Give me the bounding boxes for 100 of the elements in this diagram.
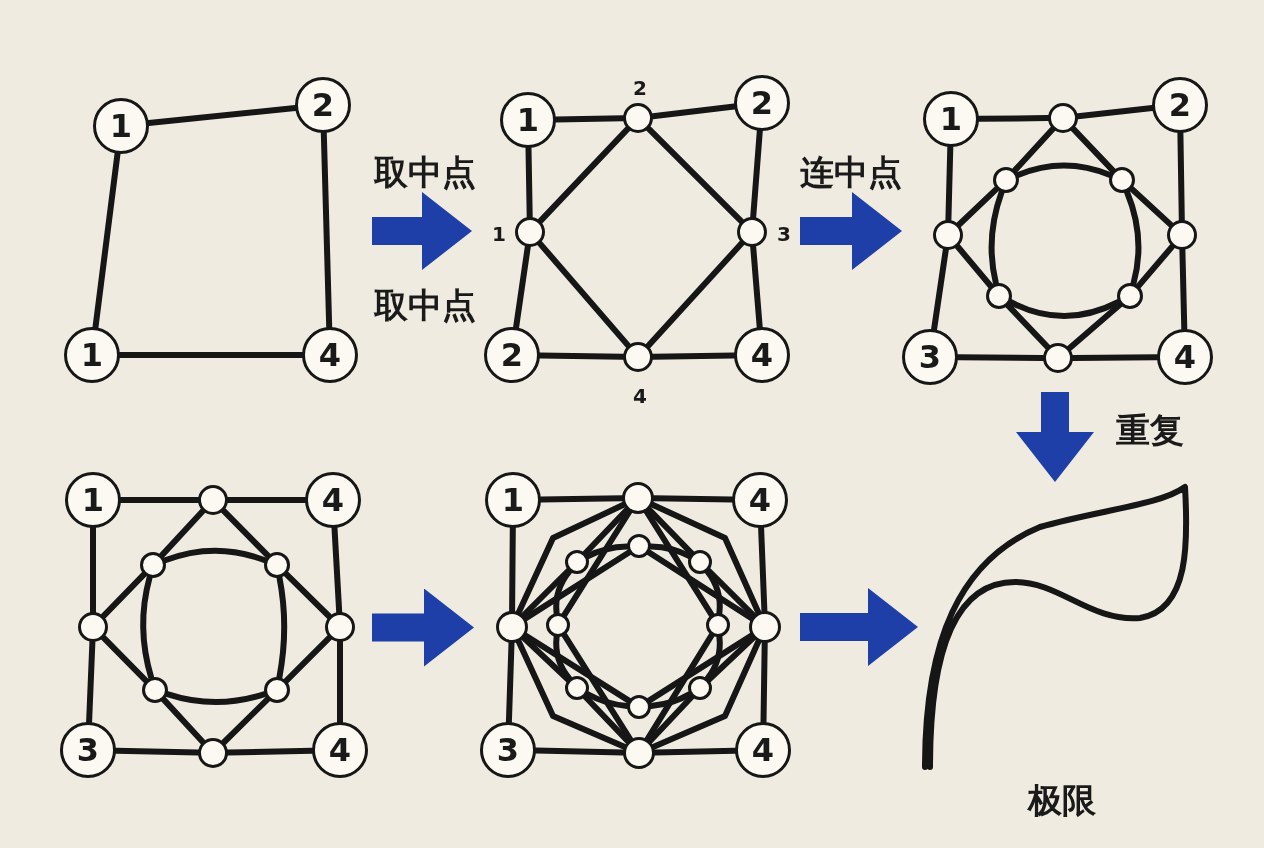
point-circle: [933, 220, 963, 250]
curved-line: [649, 501, 762, 616]
numbered-circle: 4: [312, 722, 368, 778]
point-circle: [993, 167, 1019, 193]
line-segment: [283, 634, 333, 684]
point-circle: [140, 552, 166, 578]
curved-line: [584, 543, 630, 560]
point-number: 3: [777, 224, 791, 244]
point-circle: [1117, 283, 1143, 309]
numbered-circle: 3: [902, 329, 958, 385]
point-circle: [627, 534, 651, 558]
point-circle: [78, 612, 108, 642]
point-circle: [749, 611, 781, 643]
line-segment: [644, 632, 715, 743]
line-segment: [505, 640, 515, 725]
numbered-circle: 4: [305, 472, 361, 528]
numbered-circle: 3: [60, 722, 116, 778]
point-circle: [623, 342, 653, 372]
line-segment: [945, 144, 954, 223]
line-segment: [1070, 125, 1116, 174]
block-arrow: [372, 588, 474, 667]
line-segment: [90, 525, 96, 615]
point-circle: [627, 695, 651, 719]
point-circle: [515, 217, 545, 247]
line-segment: [536, 240, 632, 349]
line-segment: [645, 240, 745, 349]
point-circle: [1109, 167, 1135, 193]
numbered-circle: 4: [1157, 329, 1213, 385]
line-segment: [158, 508, 206, 559]
line-segment: [1177, 130, 1185, 223]
line-segment: [561, 508, 633, 618]
line-segment: [100, 634, 149, 684]
numbered-circle: 4: [302, 327, 358, 383]
line-segment: [955, 354, 1046, 361]
point-circle: [142, 677, 168, 703]
numbered-circle: 3: [480, 722, 536, 778]
line-segment: [160, 696, 206, 745]
numbered-circle: 4: [735, 722, 791, 778]
point-circle: [688, 550, 712, 574]
curved-line: [648, 691, 693, 709]
curved-line: [140, 574, 155, 681]
numbered-circle: 2: [734, 75, 790, 131]
line-segment: [538, 495, 625, 503]
line-segment: [645, 125, 745, 225]
line-segment: [643, 508, 715, 618]
line-segment: [646, 549, 755, 622]
line-segment: [1070, 354, 1160, 361]
point-circle: [198, 485, 228, 515]
line-segment: [283, 571, 333, 620]
point-circle: [622, 482, 654, 514]
curved-line: [988, 189, 1005, 287]
edge-label: 重复: [1113, 411, 1187, 449]
curved-line: [650, 638, 762, 750]
curved-line: [162, 547, 268, 564]
block-arrow: [1016, 392, 1094, 482]
line-segment: [760, 640, 768, 725]
line-segment: [220, 507, 271, 559]
line-segment: [225, 497, 308, 503]
block-arrow: [372, 192, 472, 270]
line-segment: [976, 115, 1051, 122]
numbered-circle: 4: [734, 327, 790, 383]
curved-line: [1015, 162, 1113, 178]
line-segment: [1179, 247, 1188, 332]
curved-line: [648, 543, 693, 560]
line-segment: [650, 352, 737, 360]
point-circle: [1167, 220, 1197, 250]
numbered-circle: 1: [485, 472, 541, 528]
line-segment: [509, 525, 516, 614]
line-segment: [118, 497, 201, 503]
point-circle: [1043, 343, 1073, 373]
point-circle: [264, 552, 290, 578]
point-circle: [623, 103, 653, 133]
numbered-circle: 1: [500, 92, 556, 148]
line-segment: [533, 747, 626, 756]
point-number: 2: [633, 78, 647, 98]
point-circle: [264, 677, 290, 703]
line-segment: [225, 747, 315, 756]
line-segment: [117, 352, 305, 358]
point-number: 1: [492, 224, 506, 244]
line-segment: [522, 632, 632, 704]
line-segment: [113, 747, 201, 756]
line-segment: [652, 747, 738, 756]
point-circle: [198, 738, 228, 768]
point-circle: [325, 612, 355, 642]
curved-line: [164, 691, 268, 706]
curve-caption: 极限: [1025, 781, 1099, 819]
line-segment: [553, 115, 626, 123]
point-circle: [1048, 103, 1078, 133]
line-segment: [100, 571, 147, 620]
line-segment: [1135, 243, 1176, 290]
line-segment: [758, 525, 768, 614]
line-segment: [331, 525, 343, 615]
point-circle: [565, 676, 589, 700]
point-circle: [546, 613, 570, 637]
line-segment: [537, 125, 631, 225]
point-circle: [706, 613, 730, 637]
line-segment: [651, 495, 735, 503]
numbered-circle: 1: [64, 327, 120, 383]
curved-line: [515, 501, 627, 616]
line-segment: [1005, 302, 1051, 351]
